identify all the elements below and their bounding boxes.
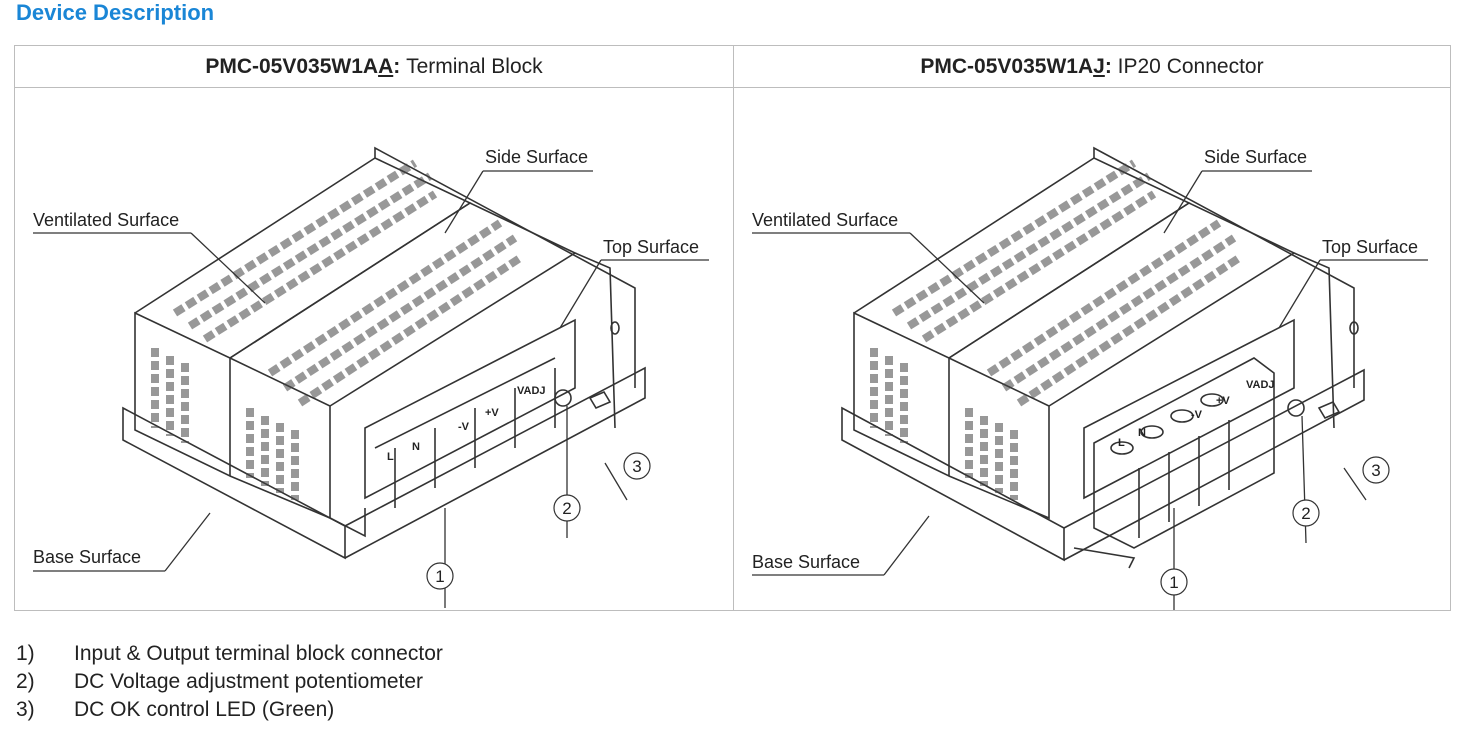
legend-item: 1) Input & Output terminal block connect…: [16, 640, 443, 668]
model-prefix: PMC-05V035W1A: [205, 54, 379, 78]
callout-1-circle: [426, 562, 454, 590]
callout-3: 3: [1371, 461, 1380, 480]
legend-item: 3) DC OK control LED (Green): [16, 696, 443, 724]
legend-number: 3): [16, 698, 35, 721]
legend-number: 2): [16, 670, 35, 693]
callout-3-circle: [623, 452, 651, 480]
terminal-mark-n: N: [1138, 427, 1146, 439]
label-top-surface: Top Surface: [603, 237, 699, 257]
drawing-ip20-connector: Side Surface Ventilated Surface Top Surf…: [734, 88, 1450, 613]
terminal-mark-vadj: VADJ: [517, 385, 546, 397]
model-code: J: [1093, 54, 1105, 78]
terminal-mark-minus-v: -V: [1191, 409, 1203, 421]
legend-text: DC Voltage adjustment potentiometer: [74, 670, 424, 693]
legend-list: 1) Input & Output terminal block connect…: [16, 640, 443, 724]
vent-pattern: [870, 159, 1242, 500]
terminal-mark-vadj: VADJ: [1246, 379, 1275, 391]
terminal-mark-plus-v: +V: [485, 407, 499, 419]
model-code: A: [378, 54, 394, 78]
legend-text: DC OK control LED (Green): [74, 698, 335, 721]
callout-1-circle: [1160, 568, 1188, 596]
label-base-surface: Base Surface: [33, 547, 141, 567]
section-heading: Device Description: [16, 0, 215, 25]
label-base-surface: Base Surface: [752, 552, 860, 572]
legend-item: 2) DC Voltage adjustment potentiometer: [16, 668, 443, 696]
model-colon: :: [393, 54, 401, 78]
model-colon: :: [1104, 54, 1112, 78]
legend-number: 1): [16, 642, 35, 665]
model-prefix: PMC-05V035W1A: [920, 54, 1094, 78]
callout-3: 3: [632, 457, 641, 476]
terminal-mark-n: N: [412, 441, 420, 453]
callout-2-circle: [553, 494, 581, 522]
label-ventilated-surface: Ventilated Surface: [752, 210, 898, 230]
terminal-mark-l: L: [387, 451, 394, 463]
label-top-surface: Top Surface: [1322, 237, 1418, 257]
connector-type: IP20 Connector: [1117, 54, 1264, 78]
callout-2: 2: [562, 499, 571, 518]
label-side-surface: Side Surface: [1204, 147, 1307, 167]
device-drawing: Side Surface Ventilated Surface Top Surf…: [33, 146, 709, 608]
callout-2: 2: [1301, 504, 1310, 523]
device-drawing: Side Surface Ventilated Surface Top Surf…: [752, 146, 1428, 613]
callout-1: 1: [1169, 573, 1178, 592]
terminal-mark-l: L: [1118, 437, 1125, 449]
label-ventilated-surface: Ventilated Surface: [33, 210, 179, 230]
legend-text: Input & Output terminal block connector: [74, 642, 443, 665]
callout-2-circle: [1292, 499, 1320, 527]
terminal-mark-minus-v: -V: [458, 421, 470, 433]
terminal-mark-plus-v: +V: [1216, 395, 1230, 407]
connector-type: Terminal Block: [406, 54, 543, 78]
vent-pattern: [151, 159, 523, 500]
drawing-terminal-block: Side Surface Ventilated Surface Top Surf…: [15, 88, 733, 610]
column-divider: [733, 46, 734, 610]
label-side-surface: Side Surface: [485, 147, 588, 167]
callout-1: 1: [435, 567, 444, 586]
callout-3-circle: [1362, 456, 1390, 484]
